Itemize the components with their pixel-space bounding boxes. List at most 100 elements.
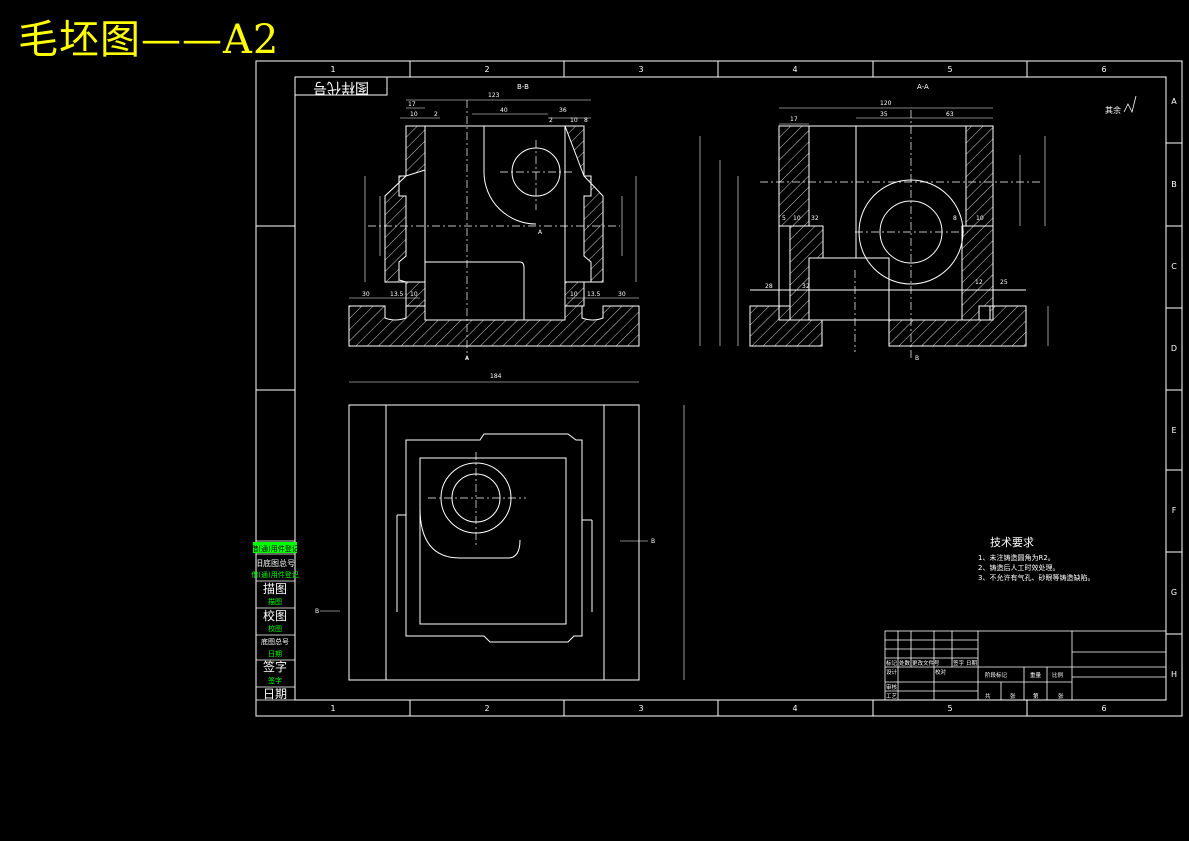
svg-text:A: A [538,229,543,236]
column-label-6: 6 [1101,704,1106,713]
drawing-number-box: 图样代号 [294,76,388,96]
svg-text:A: A [465,355,470,362]
svg-text:10: 10 [793,215,801,222]
svg-text:63: 63 [946,111,954,118]
svg-text:审核: 审核 [886,683,898,691]
svg-text:30: 30 [362,291,370,298]
column-label-2: 2 [484,65,489,74]
svg-text:标记: 标记 [886,659,898,667]
svg-text:描图: 描图 [268,597,282,606]
svg-text:5: 5 [782,215,786,222]
svg-text:B-B: B-B [517,83,529,91]
svg-text:13.5: 13.5 [587,291,601,298]
svg-text:签字: 签字 [268,676,282,685]
svg-text:借(通)用件登记: 借(通)用件登记 [251,544,298,553]
roughness-note: 其余 [1105,95,1137,115]
column-label-3: 3 [638,704,643,713]
svg-text:8: 8 [953,215,957,222]
svg-text:第: 第 [1033,692,1039,700]
svg-text:B: B [651,538,655,545]
svg-text:校图: 校图 [263,608,287,623]
svg-text:32: 32 [802,283,810,290]
svg-text:底图总号: 底图总号 [261,637,289,646]
row-label-C: C [1171,262,1177,271]
technical-requirements: 技术要求 1、未注铸造圆角为R2。 2、铸造后人工时效处理。 3、不允许有气孔、… [978,536,1094,582]
svg-text:10: 10 [410,111,418,118]
svg-text:12: 12 [975,279,983,286]
svg-text:36: 36 [559,107,567,114]
svg-text:比例: 比例 [1052,671,1064,679]
svg-text:日期: 日期 [268,650,282,658]
left-signoff-panel[interactable]: 借(通)用件登记 旧底图总号 描图 校图 底图总号 签字 日期 借(通)用件登记… [251,540,299,701]
svg-text:B: B [315,608,319,615]
svg-text:2、铸造后人工时效处理。: 2、铸造后人工时效处理。 [978,563,1059,572]
title-block[interactable]: 标记 处数 更改文件号 签字 日期 设计 校对 审核 工艺 阶段标记 重量 比例… [884,630,1167,701]
svg-text:其余: 其余 [1105,105,1121,115]
row-label-E: E [1171,426,1176,435]
svg-text:日期: 日期 [263,687,287,701]
row-label-F: F [1172,506,1177,515]
svg-text:处数: 处数 [899,659,911,667]
svg-text:1、未注铸造圆角为R2。: 1、未注铸造圆角为R2。 [978,553,1055,562]
svg-text:8: 8 [584,117,588,124]
svg-text:描图: 描图 [263,582,287,596]
svg-text:10: 10 [976,215,984,222]
svg-text:17: 17 [408,101,416,108]
svg-text:张: 张 [1010,692,1016,700]
svg-text:张: 张 [1058,692,1064,700]
drawing-frame [255,60,1183,717]
svg-text:13.5: 13.5 [390,291,404,298]
svg-text:30: 30 [618,291,626,298]
svg-text:阶段标记: 阶段标记 [985,671,1008,679]
svg-text:10: 10 [570,117,578,124]
svg-text:更改文件号: 更改文件号 [912,659,940,667]
svg-text:25: 25 [1000,279,1008,286]
column-label-1: 1 [330,704,335,713]
svg-text:共: 共 [985,692,991,700]
row-label-D: D [1171,344,1177,353]
svg-text:3、不允许有气孔、砂眼等铸造缺陷。: 3、不允许有气孔、砂眼等铸造缺陷。 [978,573,1094,582]
svg-text:10: 10 [410,291,418,298]
svg-text:校图: 校图 [268,624,282,633]
section-view-bb[interactable]: B-B [348,83,640,362]
column-label-6: 6 [1101,65,1106,74]
svg-text:校对: 校对 [935,668,947,676]
svg-text:借(通)用件登记: 借(通)用件登记 [251,570,298,579]
svg-text:签字: 签字 [953,659,965,667]
section-view-aa[interactable]: A-A [699,83,1049,362]
column-label-5: 5 [947,704,952,713]
svg-text:旧底图总号: 旧底图总号 [255,558,295,568]
svg-text:日期: 日期 [966,660,978,667]
drawing-title: 毛坯图——A2 [18,17,280,63]
svg-text:28: 28 [765,283,773,290]
svg-text:技术要求: 技术要求 [990,536,1034,549]
column-label-4: 4 [792,704,797,713]
svg-text:签字: 签字 [263,659,287,674]
svg-text:2: 2 [434,111,438,118]
svg-text:B: B [915,355,919,362]
svg-text:2: 2 [549,117,553,124]
svg-text:40: 40 [500,107,508,114]
svg-text:工艺: 工艺 [886,693,898,700]
top-view[interactable]: 184 B B [315,373,685,681]
row-label-G: G [1171,588,1177,597]
svg-text:120: 120 [880,100,892,107]
svg-text:32: 32 [811,215,819,222]
svg-text:重量: 重量 [1030,671,1042,679]
row-label-B: B [1171,180,1177,189]
svg-text:184: 184 [490,373,502,380]
svg-text:123: 123 [488,92,500,99]
svg-text:35: 35 [880,111,888,118]
svg-text:A-A: A-A [917,83,929,91]
row-labels: ABC DEF GH [1171,97,1177,679]
column-label-1: 1 [330,65,335,74]
column-label-5: 5 [947,65,952,74]
svg-text:图样代号: 图样代号 [313,79,369,95]
svg-text:10: 10 [570,291,578,298]
svg-text:17: 17 [790,116,798,123]
svg-text:设计: 设计 [886,668,898,676]
row-label-A: A [1171,97,1177,106]
column-label-4: 4 [792,65,797,74]
